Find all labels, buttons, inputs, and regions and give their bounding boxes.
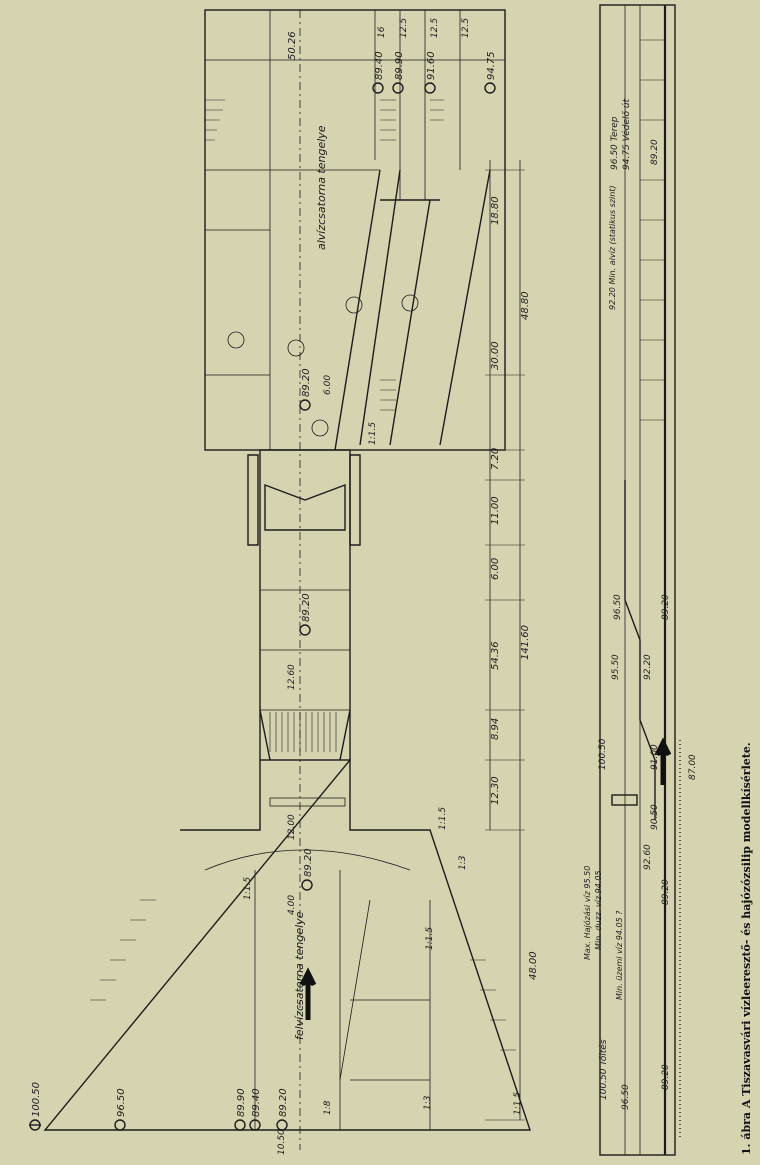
svg-text:89.40: 89.40: [251, 1088, 262, 1117]
flow-arrow-icon: [299, 967, 317, 1020]
svg-text:48.00: 48.00: [528, 951, 539, 980]
svg-text:141.60: 141.60: [520, 625, 531, 660]
svg-text:Min. üzemi víz 94.05 ?: Min. üzemi víz 94.05 ?: [615, 910, 624, 1000]
profile-flow-arrow-icon: [654, 737, 672, 785]
chamber-grid: [640, 39, 665, 421]
svg-text:1:8: 1:8: [323, 1100, 333, 1115]
svg-text:1:3: 1:3: [458, 855, 468, 870]
svg-text:90.50: 90.50: [650, 804, 660, 830]
svg-text:94.75: 94.75: [486, 51, 497, 80]
svg-text:95.50: 95.50: [611, 654, 621, 680]
plan-view: alvízcsatorna tengelye felvízcsatorna te…: [29, 9, 539, 1155]
svg-text:Max. Hajózási víz 95.50: Max. Hajózási víz 95.50: [582, 866, 592, 960]
svg-text:96.50: 96.50: [621, 1084, 631, 1110]
elevation-marker: 89.40: [372, 51, 385, 94]
svg-text:89.20: 89.20: [650, 139, 660, 165]
profile-view: 96.50 Terep 94.75 Védelő út 89.20 92.20 …: [582, 4, 698, 1156]
svg-text:12.5: 12.5: [461, 18, 471, 38]
svg-text:89.20: 89.20: [303, 848, 314, 877]
lock-chamber: [259, 449, 351, 761]
profile-labels: 96.50 Terep 94.75 Védelő út 89.20 92.20 …: [582, 98, 698, 1110]
elevation-marker: 89.90: [392, 51, 405, 94]
figure-caption: 1. ábra A Tiszavasvári vízleeresztő- és …: [740, 742, 753, 1155]
svg-text:12.00: 12.00: [287, 814, 297, 840]
svg-text:89.20: 89.20: [661, 1064, 671, 1090]
profile-floor: [624, 480, 656, 820]
svg-text:1:1.5: 1:1.5: [243, 877, 253, 900]
elevation-marker: 89.20: [299, 368, 312, 411]
svg-text:96.50: 96.50: [116, 1088, 127, 1117]
upper-channel-outline: [43, 758, 531, 1131]
svg-text:100.50: 100.50: [598, 738, 608, 770]
svg-text:89.20: 89.20: [661, 594, 671, 620]
svg-text:7.20: 7.20: [490, 448, 501, 470]
svg-text:91.00: 91.00: [650, 744, 660, 770]
svg-text:89.20: 89.20: [278, 1088, 289, 1117]
svg-text:100.50: 100.50: [31, 1082, 42, 1117]
elevation-marker: 100.50: [29, 1082, 42, 1131]
mitre-gate: [264, 483, 346, 531]
svg-text:89.20: 89.20: [301, 368, 312, 397]
svg-text:54.36: 54.36: [490, 641, 501, 670]
svg-text:1:3: 1:3: [423, 1095, 433, 1110]
svg-text:94.75 Védelő út: 94.75 Védelő út: [621, 98, 632, 170]
profile-frame: [599, 4, 676, 1156]
svg-text:96.50 Terep: 96.50 Terep: [610, 116, 620, 170]
dimension-ticks: [485, 169, 525, 1121]
svg-text:96.50: 96.50: [613, 594, 623, 620]
svg-text:4.00: 4.00: [287, 895, 297, 915]
gate-grating: [269, 712, 337, 752]
svg-text:6.00: 6.00: [323, 375, 333, 395]
svg-text:100.50 Töltés: 100.50 Töltés: [598, 1039, 609, 1100]
svg-text:1:1.5: 1:1.5: [368, 422, 378, 445]
rock-symbols: [227, 294, 419, 437]
svg-text:89.90: 89.90: [236, 1088, 247, 1117]
svg-text:89.20: 89.20: [661, 879, 671, 905]
svg-text:6.00: 6.00: [490, 558, 501, 580]
svg-text:12.30: 12.30: [490, 776, 501, 805]
svg-text:91.60: 91.60: [426, 51, 437, 80]
svg-text:1:1.5: 1:1.5: [438, 807, 448, 830]
svg-text:12.60: 12.60: [287, 664, 297, 690]
svg-text:1:1.5: 1:1.5: [513, 1092, 523, 1115]
elevation-marker: 89.20: [299, 593, 312, 636]
riprap-hatching: [205, 99, 444, 411]
svg-text:8.94: 8.94: [490, 718, 501, 740]
dimension-labels: 48.00 12.30 8.94 54.36 6.00 11.00 7.20 3…: [287, 31, 539, 980]
elevation-marker: 89.20: [301, 848, 314, 891]
gate-recess: [247, 454, 361, 546]
elevation-marker: 89.40: [249, 1088, 262, 1131]
svg-text:10.50: 10.50: [277, 1129, 287, 1155]
svg-text:87.00: 87.00: [688, 754, 698, 780]
elevation-markers: 100.50 96.50 89.90 89.40 89.20 89.20 89.…: [29, 51, 497, 1131]
svg-text:50.26: 50.26: [287, 31, 298, 60]
elevation-marker: 96.50: [114, 1088, 127, 1131]
svg-text:12.5: 12.5: [430, 18, 440, 38]
svg-text:30.00: 30.00: [490, 341, 501, 370]
elevation-marker: 89.20: [276, 1088, 289, 1131]
axis-upper-label: felvízcsatorna tengelye: [293, 911, 306, 1040]
svg-text:16: 16: [377, 26, 387, 38]
width-labels: 12.00 12.60 16 12.5 12.5 12.5 4.00 6.00 …: [243, 18, 523, 1155]
svg-text:12.5: 12.5: [399, 18, 409, 38]
svg-text:Min. duzz. víz 94.05: Min. duzz. víz 94.05: [594, 870, 603, 950]
svg-text:18.80: 18.80: [490, 196, 501, 225]
elevation-marker: 91.60: [424, 51, 437, 94]
svg-text:1:1.5: 1:1.5: [425, 927, 435, 950]
svg-text:89.40: 89.40: [374, 51, 385, 80]
svg-text:89.90: 89.90: [394, 51, 405, 80]
svg-text:92.20: 92.20: [643, 654, 653, 680]
svg-text:11.00: 11.00: [490, 496, 501, 525]
axis-lower-label: alvízcsatorna tengelye: [315, 125, 328, 250]
elevation-marker: 89.90: [234, 1088, 247, 1131]
svg-text:92.20 Min. alvíz (statikus szi: 92.20 Min. alvíz (statikus szint): [608, 185, 617, 310]
svg-text:48.80: 48.80: [520, 291, 531, 320]
svg-text:92.60: 92.60: [643, 844, 653, 870]
slope-hatching-upper: [90, 899, 516, 1051]
elevation-marker: 94.75: [484, 51, 497, 94]
svg-text:89.20: 89.20: [301, 593, 312, 622]
